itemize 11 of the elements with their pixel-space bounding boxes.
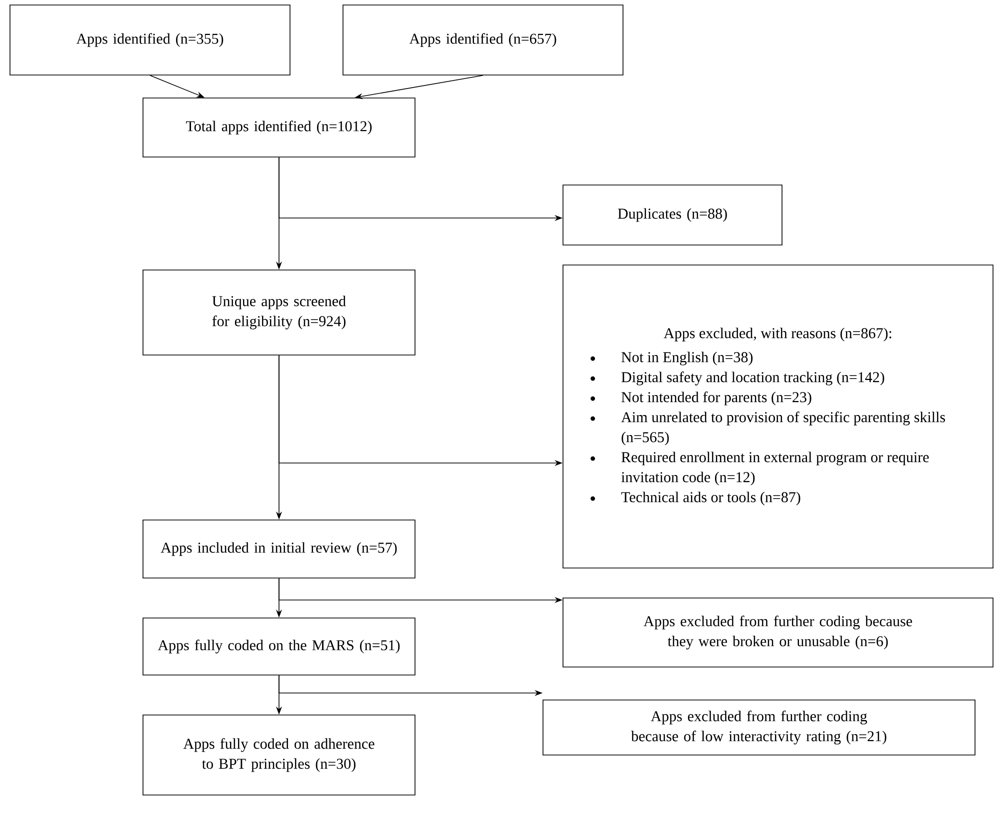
process-box: Apps identified (n=355) (10, 4, 290, 76)
process-box: Apps identified (n=657) (342, 4, 624, 76)
process-box: Apps fully coded on adherence to BPT principles (n=30) (142, 714, 416, 796)
process-box: Apps fully coded on the MARS (n=51) (142, 618, 416, 676)
process-box: Total apps identified (n=1012) (142, 98, 416, 158)
process-box: Apps included in initial review (n=57) (142, 520, 416, 578)
exclusion-box: Apps excluded from further coding because of low interactivity rating (n=21) (542, 700, 976, 756)
exclusion-box: Apps excluded from further coding because they were broken or unusable (n=6) (562, 598, 994, 668)
process-box: Unique apps screened for eligibility (n=924) (142, 270, 416, 356)
exclusion-box: Apps excluded, with reasons (n=867): Not in English (n=38) Digital safety and location tracking (n=142) Not intended for parents (n=23) Aim unrelated to provision of specific parenting skills (n=565) Required enrollment in external program or require invitation code (n=12) Technical aids or tools (n=87) (562, 264, 994, 568)
exclusion-box: Duplicates (n=88) (562, 184, 782, 246)
